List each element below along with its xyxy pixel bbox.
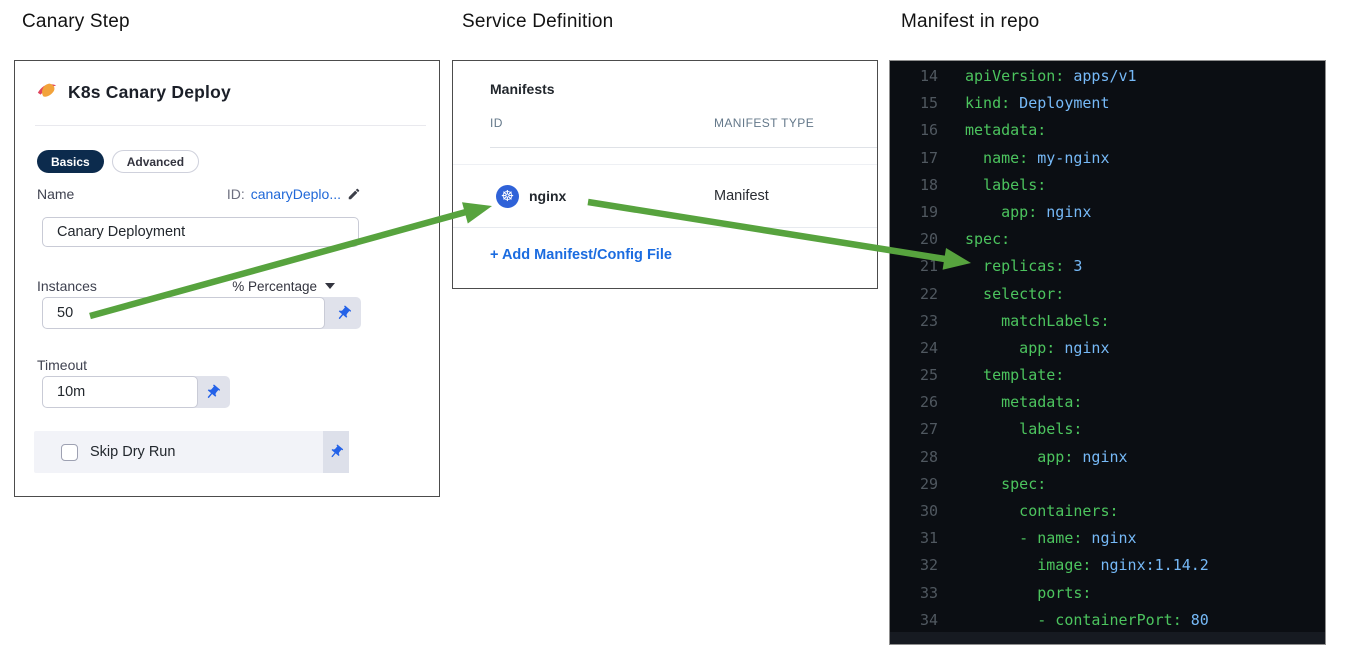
line-number: 32 xyxy=(919,556,938,575)
code-line: 30 containers: xyxy=(890,498,1325,525)
code-line: 26 metadata: xyxy=(890,389,1325,416)
step-header: K8s Canary Deploy xyxy=(36,79,231,106)
code-line: 33 ports: xyxy=(890,580,1325,607)
code-line: 17 name: my-nginx xyxy=(890,145,1325,172)
line-number: 19 xyxy=(919,202,938,221)
code-line: 32 image: nginx:1.14.2 xyxy=(890,552,1325,579)
line-number: 16 xyxy=(919,121,938,140)
skip-dry-run-checkbox[interactable] xyxy=(61,443,78,461)
code-line: 27 labels: xyxy=(890,416,1325,443)
code-line: 25 template: xyxy=(890,362,1325,389)
instances-unit-dropdown[interactable]: % Percentage xyxy=(232,279,335,294)
line-number: 30 xyxy=(919,502,938,520)
manifest-table-row[interactable]: ☸ nginx Manifest xyxy=(453,164,877,228)
instances-unit-value: % Percentage xyxy=(232,278,317,294)
line-number: 34 xyxy=(919,610,938,629)
manifest-in-repo-title: Manifest in repo xyxy=(901,11,1040,32)
canary-icon xyxy=(36,79,58,106)
chevron-down-icon xyxy=(325,283,335,289)
pushpin-icon xyxy=(328,444,344,460)
name-input[interactable] xyxy=(42,217,359,247)
id-label: ID: xyxy=(226,186,245,202)
pushpin-icon xyxy=(204,384,221,401)
manifest-id-cell: nginx xyxy=(529,188,567,204)
instances-label: Instances xyxy=(37,278,97,294)
instances-input-group xyxy=(42,297,361,329)
name-label: Name xyxy=(37,186,75,202)
skip-dry-run-row: Skip Dry Run xyxy=(34,431,349,473)
line-number: 25 xyxy=(919,366,938,385)
code-line: 21 replicas: 3 xyxy=(890,253,1325,280)
manifest-type-cell: Manifest xyxy=(714,188,769,204)
add-manifest-link[interactable]: + Add Manifest/Config File xyxy=(490,247,672,263)
pushpin-icon xyxy=(335,305,352,322)
code-line: 24 app: nginx xyxy=(890,335,1325,362)
timeout-input-group xyxy=(42,376,230,408)
line-number: 33 xyxy=(919,583,938,602)
line-number: 22 xyxy=(919,284,938,303)
table-header-divider xyxy=(490,147,877,148)
service-definition-panel: Manifests ID MANIFEST TYPE ☸ nginx Manif… xyxy=(452,60,878,289)
tab-basics[interactable]: Basics xyxy=(37,150,104,173)
code-line: 19 app: nginx xyxy=(890,199,1325,226)
canary-step-title: Canary Step xyxy=(22,11,130,32)
line-number: 18 xyxy=(919,175,938,194)
code-line: 31 - name: nginx xyxy=(890,525,1325,552)
code-line: 23 matchLabels: xyxy=(890,308,1325,335)
name-row: Name ID: canaryDeplo... xyxy=(37,186,361,202)
line-number: 24 xyxy=(919,338,938,357)
id-value-link[interactable]: canaryDeplo... xyxy=(250,186,341,202)
skip-dry-run-pin-box[interactable] xyxy=(323,431,349,473)
service-definition-title: Service Definition xyxy=(462,11,614,32)
column-header-manifest-type: MANIFEST TYPE xyxy=(714,116,815,130)
step-id-group: ID: canaryDeplo... xyxy=(227,186,361,202)
line-number: 21 xyxy=(919,257,938,276)
line-number: 26 xyxy=(919,393,938,412)
timeout-input[interactable] xyxy=(42,376,198,408)
line-number: 29 xyxy=(919,474,938,493)
line-number: 14 xyxy=(919,67,938,85)
canary-step-panel: K8s Canary Deploy Basics Advanced Name I… xyxy=(14,60,440,497)
tab-advanced[interactable]: Advanced xyxy=(111,150,200,173)
line-number: 20 xyxy=(919,230,938,249)
column-header-id: ID xyxy=(490,116,503,130)
kubernetes-icon: ☸ xyxy=(496,184,519,208)
skip-dry-run-label: Skip Dry Run xyxy=(90,444,176,460)
line-number: 17 xyxy=(919,148,938,167)
instances-input[interactable] xyxy=(42,297,325,329)
manifests-heading: Manifests xyxy=(490,81,555,97)
header-divider xyxy=(35,125,426,126)
step-tabs: Basics Advanced xyxy=(37,150,200,173)
line-number: 15 xyxy=(919,94,938,113)
step-title: K8s Canary Deploy xyxy=(68,82,231,102)
line-number: 23 xyxy=(919,311,938,330)
code-line: 34 - containerPort: 80 xyxy=(890,607,1325,634)
code-line: 22 selector: xyxy=(890,281,1325,308)
timeout-label: Timeout xyxy=(37,357,88,373)
code-line: 28 app: nginx xyxy=(890,444,1325,471)
line-number: 31 xyxy=(919,529,938,548)
code-line: 29 spec: xyxy=(890,471,1325,498)
line-number: 27 xyxy=(919,420,938,439)
line-number: 28 xyxy=(919,447,938,466)
horizontal-scrollbar[interactable] xyxy=(890,632,1325,644)
code-line: 18 labels: xyxy=(890,172,1325,199)
instances-row: Instances % Percentage xyxy=(37,278,335,294)
pencil-icon[interactable] xyxy=(347,187,361,201)
